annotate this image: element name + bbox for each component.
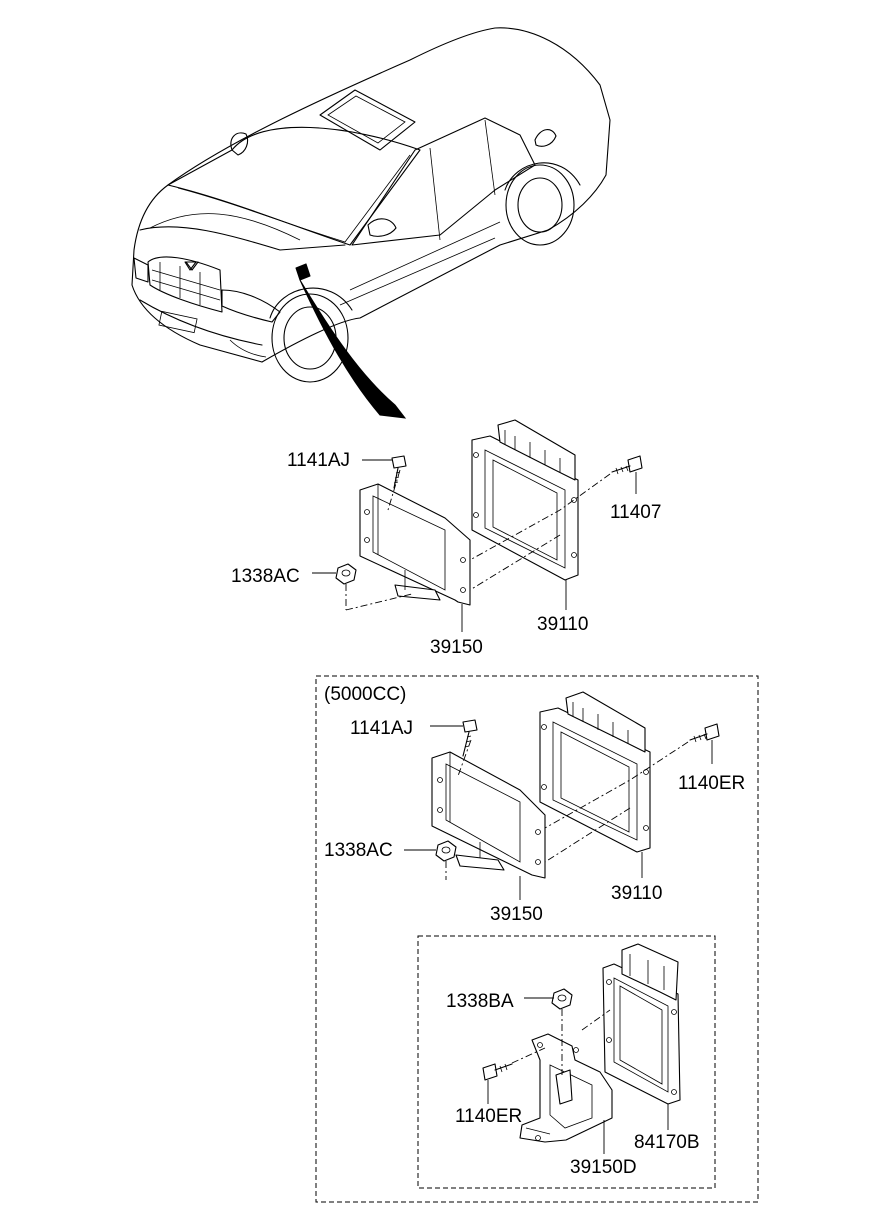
location-arrow [299,279,407,419]
nut-icon [435,840,457,862]
label-84170b: 84170B [634,1132,700,1153]
bolt-icon [462,719,478,757]
group-5000cc-assembly [431,691,720,880]
bracket-icon [519,1033,613,1143]
sub-group-frame [417,935,716,1189]
label-1140er-5000cc: 1140ER [678,773,745,794]
label-39150-5000cc: 39150 [490,904,543,925]
car-illustration [131,27,611,383]
bracket-icon [431,751,546,879]
bolt-icon [482,1063,513,1081]
bracket-icon [359,483,471,606]
label-39150: 39150 [430,637,483,658]
ecu-icon [539,691,651,853]
bolt-icon [689,723,720,743]
bolt-icon [391,455,407,489]
nut-icon [335,563,357,585]
label-1338ac-5000cc: 1338AC [324,840,393,861]
label-1140er-sub: 1140ER [455,1106,522,1127]
group-5000cc-title: (5000CC) [324,684,406,705]
label-1338ac: 1338AC [231,566,300,587]
label-39110: 39110 [537,614,588,635]
nut-icon [551,988,573,1010]
group-5000cc-frame [315,675,759,1203]
label-1338ba: 1338BA [446,991,514,1012]
label-1141aj: 1141AJ [287,450,350,471]
sub-group-assembly [482,943,681,1143]
label-39110-5000cc: 39110 [611,883,662,904]
label-39150d: 39150D [570,1157,637,1178]
main-assembly [335,419,643,611]
module-icon [602,943,681,1105]
bolt-icon [611,455,643,475]
label-11407: 11407 [610,502,661,523]
label-1141aj-5000cc: 1141AJ [350,718,413,739]
